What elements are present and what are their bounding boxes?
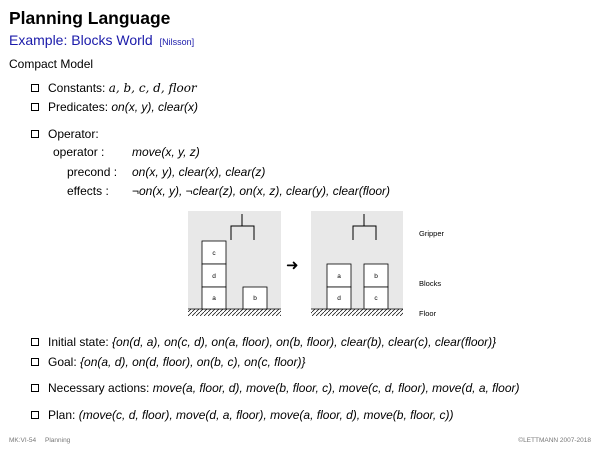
constants-value: a, b, c, d, floor <box>108 81 197 95</box>
precond-label: precond : <box>67 165 118 179</box>
left-block-a <box>201 286 227 310</box>
bullet-box-icon <box>31 410 39 419</box>
slide-title: Planning Language <box>9 8 171 28</box>
bullet-box-icon <box>31 357 39 366</box>
footer-slide-id: MK:VI-54 <box>9 437 37 444</box>
bullet-box-icon <box>31 129 39 138</box>
bullet-initial-state: Initial state: {on(d, a), on(c, d), on(a… <box>31 335 496 349</box>
right-gripper-icon <box>352 214 377 240</box>
predicates-label: Predicates: <box>48 100 109 114</box>
operator-name-label: operator : <box>53 145 105 159</box>
reference: [Nilsson] <box>159 37 195 47</box>
left-block-d-label: d <box>212 273 216 280</box>
bullet-goal: Goal: {on(a, d), on(d, floor), on(b, c),… <box>31 355 305 369</box>
bullet-constants: Constants: a, b, c, d, floor <box>31 81 197 95</box>
transition-arrow-icon: ➜ <box>286 256 299 274</box>
effects-label: effects : <box>67 184 109 198</box>
slide-subtitle: Example: Blocks World [Nilsson] <box>9 32 194 48</box>
left-block-c-label: c <box>212 250 216 257</box>
constants-label: Constants: <box>48 81 106 95</box>
initial-state-value: {on(d, a), on(c, d), on(a, floor), on(b,… <box>112 335 497 349</box>
section-title: Compact Model <box>9 57 94 71</box>
plan-value: (move(c, d, floor), move(d, a, floor), m… <box>78 408 454 422</box>
left-block-b-label: b <box>253 295 257 302</box>
blocks-label: Blocks <box>419 279 442 288</box>
right-floor <box>311 309 403 316</box>
bullet-box-icon <box>31 383 39 392</box>
operator-label: Operator: <box>48 127 99 141</box>
subtitle-text: Example: Blocks World <box>9 32 153 48</box>
gripper-label: Gripper <box>419 229 445 238</box>
left-floor <box>188 309 281 316</box>
right-block-d-label: d <box>337 295 341 302</box>
initial-state-label: Initial state: <box>48 335 109 349</box>
actions-value: move(a, floor, d), move(b, floor, c), mo… <box>152 381 520 395</box>
bullet-box-icon <box>31 83 39 92</box>
operator-name-value: move(x, y, z) <box>132 145 200 159</box>
left-gripper-icon <box>230 214 255 240</box>
right-block-d <box>326 286 352 310</box>
footer-copyright: ©LETTMANN 2007-2018 <box>518 437 591 444</box>
goal-label: Goal: <box>48 355 77 369</box>
right-block-a-label: a <box>337 273 341 280</box>
bullet-box-icon <box>31 102 39 111</box>
precond-value: on(x, y), clear(x), clear(z) <box>132 165 266 179</box>
bullet-operator: Operator: <box>31 127 99 141</box>
right-block-b-label: b <box>374 273 378 280</box>
effects-value: ¬on(x, y), ¬clear(z), on(x, z), clear(y)… <box>132 184 391 198</box>
bullet-plan: Plan: (move(c, d, floor), move(d, a, flo… <box>31 408 453 422</box>
actions-label: Necessary actions: <box>48 381 150 395</box>
bullet-necessary-actions: Necessary actions: move(a, floor, d), mo… <box>31 381 520 395</box>
floor-label: Floor <box>419 309 437 318</box>
predicates-value: on(x, y), clear(x) <box>111 100 199 114</box>
left-block-a-label: a <box>212 295 216 302</box>
bullet-predicates: Predicates: on(x, y), clear(x) <box>31 100 198 114</box>
bullet-box-icon <box>31 337 39 346</box>
right-block-c <box>363 286 389 310</box>
right-block-c-label: c <box>374 295 378 302</box>
goal-value: {on(a, d), on(d, floor), on(b, c), on(c,… <box>80 355 306 369</box>
footer-section: Planning <box>45 437 71 444</box>
plan-label: Plan: <box>48 408 76 422</box>
left-block-b <box>242 286 268 310</box>
